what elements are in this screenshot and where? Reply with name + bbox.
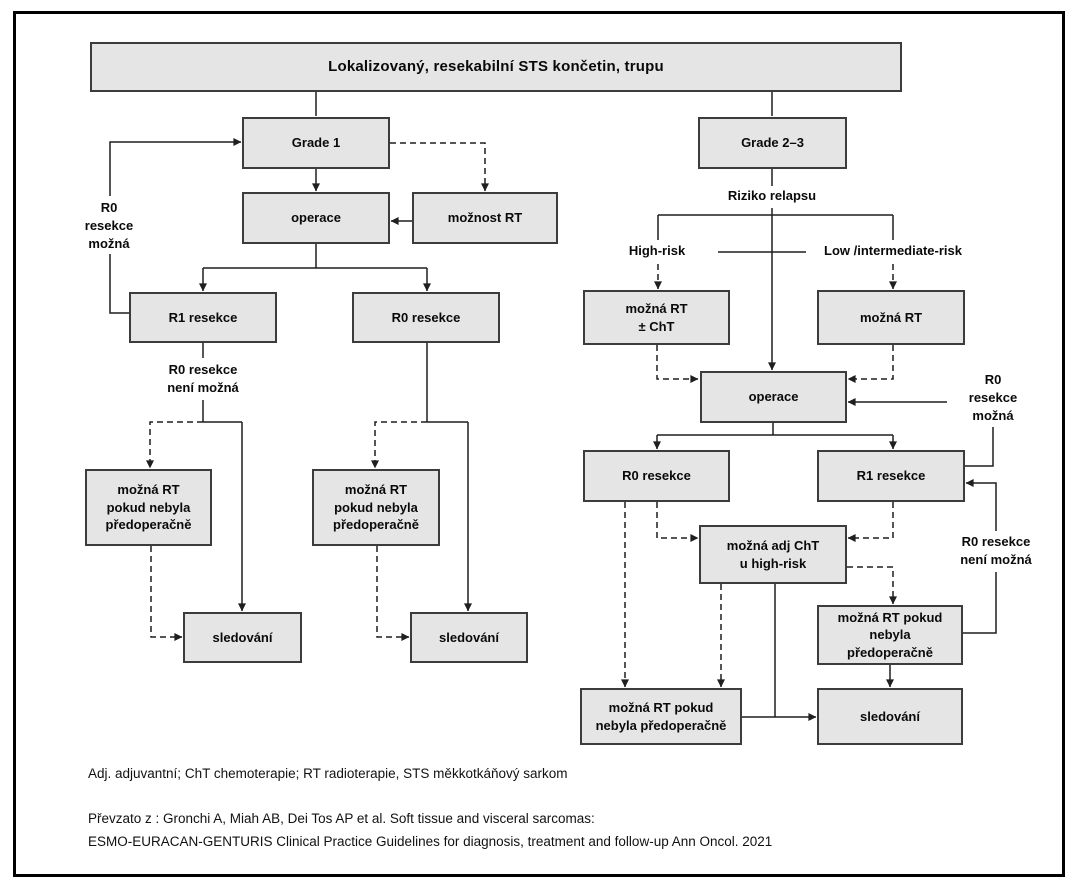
- node-r1-left: R1 resekce: [129, 292, 277, 343]
- node-r1-right: R1 resekce: [817, 450, 965, 502]
- node-rt-plus-cht: možná RT ± ChT: [583, 290, 730, 345]
- label-low-intermediate-risk: Low /intermediate-risk: [824, 243, 962, 258]
- node-moznost-rt: možnost RT: [412, 192, 558, 244]
- label-r0-possible-left: R0 resekce možná: [84, 200, 134, 251]
- dashed-edges: [146, 142, 897, 688]
- label-r0-possible-right: R0 resekce možná: [968, 372, 1018, 423]
- edge-label-to-grade1: [109, 138, 242, 196]
- node-operace-right: operace: [700, 371, 847, 423]
- node-rt-if-not-preop-right: možná RT pokud nebyla předoperačně: [817, 605, 963, 665]
- edge-r1-left-rtopt: [146, 421, 203, 469]
- edge-r1right-adjcht: [847, 502, 894, 542]
- outer-frame: [13, 11, 1065, 877]
- label-high-risk: High-risk: [628, 243, 686, 258]
- node-grade23: Grade 2–3: [698, 117, 847, 169]
- edge-rtopt2-followup: [376, 546, 410, 641]
- node-followup-left1: sledování: [183, 612, 302, 663]
- edge-r0-left-rtopt: [371, 421, 427, 469]
- node-grade1: Grade 1: [242, 117, 390, 169]
- label-r0-not-possible-right: R0 resekce není možná: [960, 534, 1032, 567]
- edge-r1-to-label-r0-possible: [109, 254, 129, 314]
- edge-r1-right-to-label: [965, 427, 994, 467]
- edge-grade1-moznostrt: [390, 142, 489, 192]
- footnote-abbreviations: Adj. adjuvantní; ChT chemoterapie; RT ra…: [88, 766, 568, 781]
- node-adj-cht: možná adj ChT u high-risk: [699, 525, 847, 584]
- node-rt-if-not-preop-bottom: možná RT pokud nebyla předoperačně: [580, 688, 742, 745]
- node-r0-left: R0 resekce: [352, 292, 500, 343]
- footnote-source-line2: ESMO-EURACAN-GENTURIS Clinical Practice …: [88, 834, 773, 849]
- edge-adjcht-rtright2: [847, 566, 897, 605]
- edge-rt-operace: [847, 345, 894, 383]
- label-r0-not-possible-left: R0 resekce není možná: [167, 362, 239, 395]
- label-relapse-risk: Riziko relapsu: [727, 188, 817, 203]
- edge-rtbox-up-to-label: [963, 572, 997, 634]
- edge-label-to-r1-right: [965, 479, 997, 531]
- node-operace-left: operace: [242, 192, 390, 244]
- edge-rtcht-operace: [656, 345, 699, 383]
- footnote-source-line1: Převzato z : Gronchi A, Miah AB, Dei Tos…: [88, 811, 595, 826]
- node-followup-left2: sledování: [410, 612, 528, 663]
- edge-rtopt1-followup: [150, 546, 183, 641]
- node-r0-right: R0 resekce: [583, 450, 730, 502]
- edge-r0right-adjcht: [656, 502, 699, 542]
- node-rt-right: možná RT: [817, 290, 965, 345]
- node-followup-right: sledování: [817, 688, 963, 745]
- node-rt-if-not-preop-left2: možná RT pokud nebyla předoperačně: [312, 469, 440, 546]
- solid-edges: [109, 92, 997, 721]
- node-rt-if-not-preop-left1: možná RT pokud nebyla předoperačně: [85, 469, 212, 546]
- node-header: Lokalizovaný, resekabilní STS končetin, …: [90, 42, 902, 92]
